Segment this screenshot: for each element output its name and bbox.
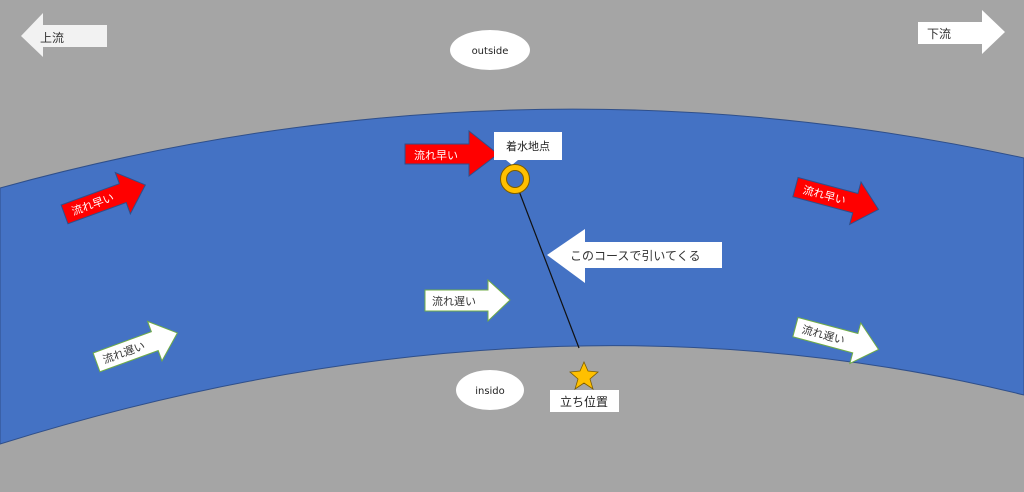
downstream-arrow: 下流	[918, 10, 1005, 54]
outside-ellipse: outside	[450, 30, 530, 70]
downstream-label: 下流	[927, 27, 951, 41]
inside-label: insido	[475, 386, 505, 397]
retrieve-course-arrow: このコースで引いてくる	[547, 229, 722, 283]
landing-point-label: 着水地点	[506, 139, 550, 153]
star-icon	[569, 361, 599, 390]
standing-position-label: 立ち位置	[560, 394, 608, 409]
fast-current-arrow-center: 流れ早い	[404, 129, 499, 178]
retrieve-course-label: このコースで引いてくる	[570, 249, 700, 263]
float-ring-icon	[501, 165, 529, 193]
outside-label: outside	[472, 46, 509, 57]
fast-current-label: 流れ早い	[414, 148, 458, 162]
river	[0, 108, 1024, 445]
upstream-arrow: 上流	[21, 13, 107, 57]
upstream-label: 上流	[40, 31, 64, 45]
slow-current-label: 流れ遅い	[432, 294, 476, 308]
inside-ellipse: insido	[456, 370, 524, 410]
slow-current-arrow-center: 流れ遅い	[424, 278, 511, 323]
landing-point-callout: 着水地点	[494, 132, 562, 165]
standing-position-box: 立ち位置	[550, 390, 619, 412]
retrieve-line	[518, 190, 580, 349]
